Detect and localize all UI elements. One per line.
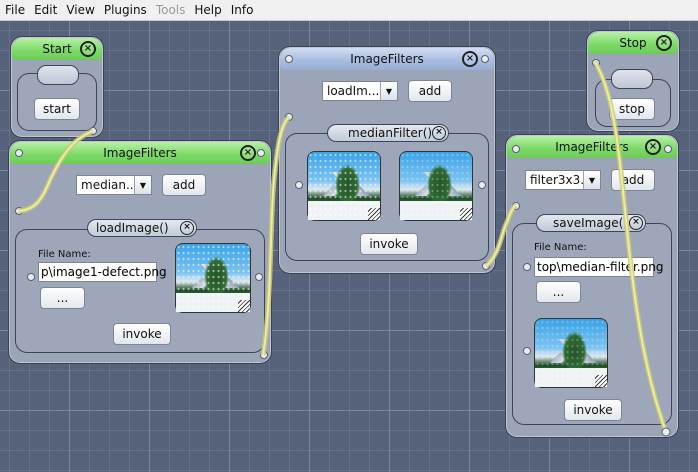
invoke-button[interactable]: invoke <box>360 233 418 255</box>
connector-port-icon[interactable] <box>523 347 531 355</box>
close-icon[interactable]: × <box>645 139 661 155</box>
connector-port-icon[interactable] <box>15 149 23 157</box>
close-icon[interactable]: × <box>629 216 643 230</box>
method-select[interactable]: filter3x3... ▼ <box>525 170 601 190</box>
file-name-field[interactable]: p\image1-defect.png <box>38 262 167 282</box>
close-icon[interactable]: × <box>240 145 256 161</box>
start-title: Start <box>42 42 72 56</box>
start-method-tab <box>37 65 79 85</box>
connector-port-icon[interactable] <box>512 202 520 210</box>
method-title-text: loadImage() <box>96 221 169 235</box>
connector-port-icon[interactable] <box>664 145 672 153</box>
file-name-field[interactable]: top\median-filter.png <box>534 257 664 277</box>
add-button[interactable]: add <box>611 169 655 191</box>
filters-middle-title: ImageFilters <box>350 52 424 66</box>
method-select[interactable]: loadIm... ▼ <box>322 81 398 101</box>
connector-port-icon[interactable] <box>15 207 23 215</box>
menu-edit[interactable]: Edit <box>34 3 58 17</box>
stop-titlebar[interactable]: Stop × <box>588 32 678 54</box>
close-icon[interactable]: × <box>180 221 194 235</box>
method-select-value: filter3x3... <box>530 173 592 187</box>
filters-left-window[interactable]: ImageFilters × median... ▼ add loadImage… <box>8 140 272 364</box>
connector-port-icon[interactable] <box>512 145 520 153</box>
start-window[interactable]: Start × start <box>10 36 104 138</box>
start-button[interactable]: start <box>34 98 80 120</box>
connector-port-icon[interactable] <box>285 55 293 63</box>
dropdown-arrow-icon[interactable]: ▼ <box>380 82 397 100</box>
invoke-button[interactable]: invoke <box>113 323 171 345</box>
filters-right-title: ImageFilters <box>555 140 629 154</box>
browse-button[interactable]: ... <box>40 287 85 309</box>
dropdown-arrow-icon[interactable]: ▼ <box>134 176 151 194</box>
filters-right-titlebar[interactable]: ImageFilters × <box>507 136 677 158</box>
filters-right-window[interactable]: ImageFilters × filter3x3... ▼ add saveIm… <box>505 134 679 438</box>
filters-middle-titlebar[interactable]: ImageFilters × <box>280 48 494 70</box>
dropdown-arrow-icon[interactable]: ▼ <box>583 171 600 189</box>
median-filter-method-title: medianFilter() × <box>327 124 449 142</box>
menu-view[interactable]: View <box>66 3 95 17</box>
menu-plugins[interactable]: Plugins <box>103 3 147 17</box>
median-output-thumbnail <box>399 151 473 221</box>
menu-file[interactable]: File <box>5 3 26 17</box>
connector-port-icon[interactable] <box>89 127 97 135</box>
menu-bar: File Edit View Plugins Tools Help Info <box>0 0 698 21</box>
stop-method-tab <box>611 69 653 89</box>
close-icon[interactable]: × <box>80 41 96 57</box>
save-image-method-title: saveImage() × <box>536 214 646 232</box>
connector-port-icon[interactable] <box>523 263 531 271</box>
method-select-value: median... <box>81 178 138 192</box>
close-icon[interactable]: × <box>656 35 672 51</box>
method-title-text: saveImage() <box>553 216 629 230</box>
method-select-value: loadIm... <box>327 84 380 98</box>
add-button[interactable]: add <box>162 174 206 196</box>
connector-port-icon[interactable] <box>260 351 268 359</box>
connector-port-icon[interactable] <box>478 181 486 189</box>
filters-left-title: ImageFilters <box>103 146 177 160</box>
connector-port-icon[interactable] <box>482 262 490 270</box>
browse-button[interactable]: ... <box>536 281 581 303</box>
connector-port-icon[interactable] <box>257 149 265 157</box>
stop-window[interactable]: Stop × stop <box>586 30 680 132</box>
file-name-label: File Name: <box>38 249 91 260</box>
connector-port-icon[interactable] <box>255 273 263 281</box>
connector-port-icon[interactable] <box>285 113 293 121</box>
median-input-thumbnail <box>307 151 381 221</box>
menu-tools: Tools <box>155 3 186 17</box>
input-image-thumbnail <box>175 243 251 313</box>
connector-port-icon[interactable] <box>592 59 600 67</box>
menu-info[interactable]: Info <box>230 3 254 17</box>
start-titlebar[interactable]: Start × <box>12 38 102 60</box>
invoke-button[interactable]: invoke <box>564 399 622 421</box>
connector-port-icon[interactable] <box>481 55 489 63</box>
add-button[interactable]: add <box>408 80 452 102</box>
filters-middle-window[interactable]: ImageFilters × loadIm... ▼ add medianFil… <box>278 46 496 274</box>
connector-port-icon[interactable] <box>295 181 303 189</box>
method-title-text: medianFilter() <box>348 126 433 140</box>
filters-left-titlebar[interactable]: ImageFilters × <box>10 142 270 164</box>
method-select[interactable]: median... ▼ <box>76 175 152 195</box>
stop-title: Stop <box>619 36 647 50</box>
file-name-label: File Name: <box>534 242 587 253</box>
stop-button[interactable]: stop <box>609 98 655 120</box>
close-icon[interactable]: × <box>462 51 478 67</box>
load-image-method-title: loadImage() × <box>87 219 197 237</box>
menu-help[interactable]: Help <box>194 3 222 17</box>
close-icon[interactable]: × <box>432 126 446 140</box>
output-image-thumbnail <box>534 318 608 388</box>
connector-port-icon[interactable] <box>27 273 35 281</box>
